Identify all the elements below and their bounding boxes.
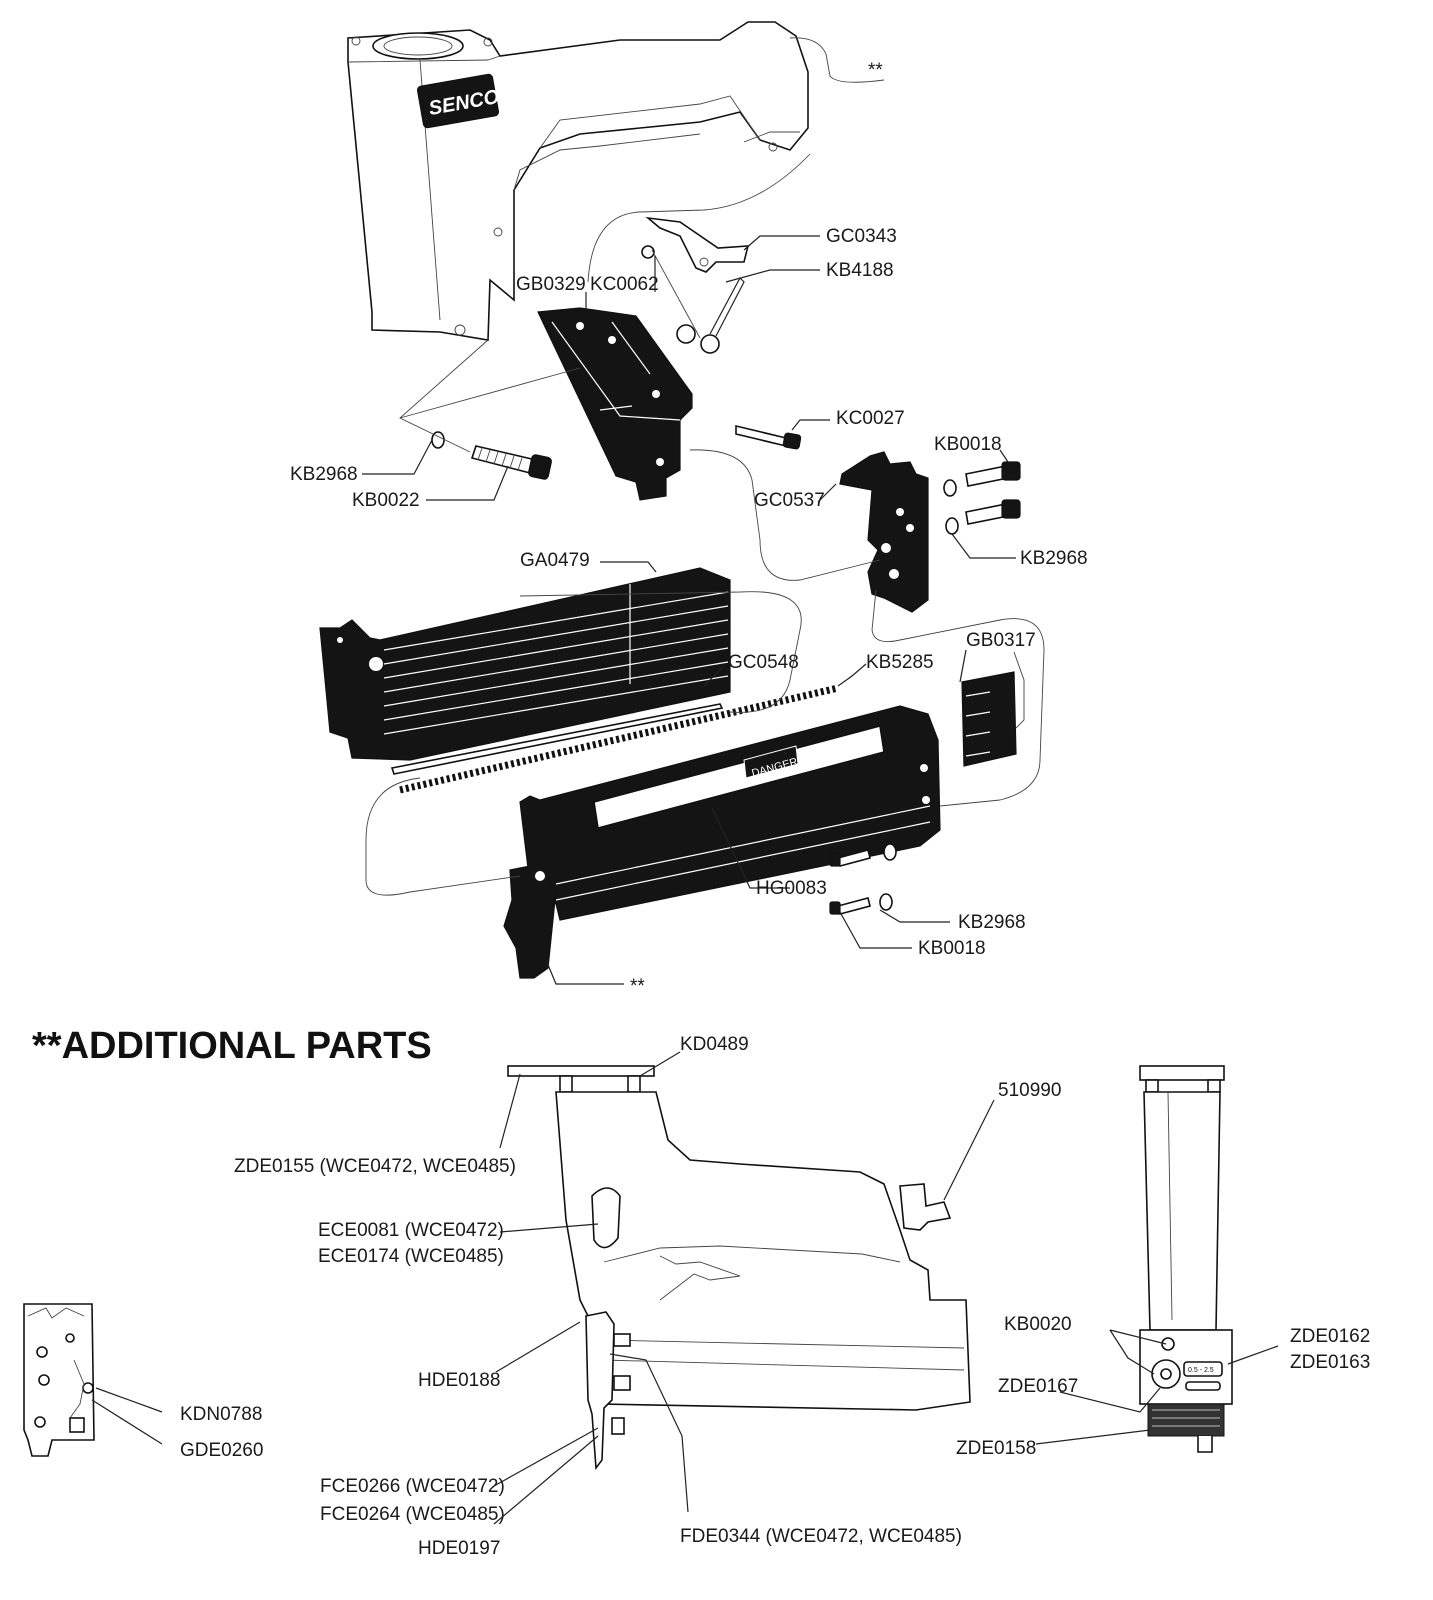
part-GC0537 xyxy=(839,451,929,613)
callout-510990: 510990 xyxy=(998,1080,1061,1101)
part-KB0018-bottom xyxy=(829,843,897,915)
callout-KC0027: KC0027 xyxy=(836,408,905,429)
part-KB5285 xyxy=(399,684,839,794)
callout-GC0343: GC0343 xyxy=(826,226,897,247)
part-KB0022 xyxy=(470,445,552,480)
callout-labels-top: ** GC0343 KB4188 GB0329 KC0062 KC0027 KB… xyxy=(290,60,1088,997)
part-GB0329 xyxy=(537,307,693,501)
part-GC0343 xyxy=(641,216,750,273)
leader-lines-bottom xyxy=(91,1051,1279,1525)
callout-KB2968-bottom: KB2968 xyxy=(958,912,1026,933)
part-KB4188 xyxy=(676,277,745,354)
part-GB0317 xyxy=(961,671,1017,767)
callout-star-top: ** xyxy=(868,60,883,81)
callout-star-mid: ** xyxy=(630,976,645,997)
callout-GB0329: GB0329 xyxy=(516,274,586,295)
callout-HDE0197: HDE0197 xyxy=(418,1538,500,1559)
tool-housing: SENCO xyxy=(347,21,809,341)
callout-GC0548: GC0548 xyxy=(728,652,799,673)
callout-KDN0788: KDN0788 xyxy=(180,1404,262,1425)
part-GA0479 xyxy=(319,567,731,761)
callout-HG0083: HG0083 xyxy=(756,878,827,899)
callout-GC0537: GC0537 xyxy=(754,490,825,511)
leader-lines xyxy=(362,235,1016,985)
callout-KB0020: KB0020 xyxy=(1004,1314,1072,1335)
callout-KB0022: KB0022 xyxy=(352,490,420,511)
callout-KC0062: KC0062 xyxy=(590,274,659,295)
callout-GB0317: GB0317 xyxy=(966,630,1036,651)
stapler-front-view: 0.5 - 2.5 xyxy=(1139,1065,1233,1453)
callout-KB2968-mid: KB2968 xyxy=(1020,548,1088,569)
callout-ZDE0163: ZDE0163 xyxy=(1290,1352,1370,1373)
callout-FDE0344: FDE0344 (WCE0472, WCE0485) xyxy=(680,1526,962,1547)
callout-GDE0260: GDE0260 xyxy=(180,1440,263,1461)
callout-KB0018-top: KB0018 xyxy=(934,434,1002,455)
depth-scale-label: 0.5 - 2.5 xyxy=(1188,1367,1214,1374)
callout-FCE0266: FCE0266 (WCE0472) xyxy=(320,1476,505,1497)
callout-HDE0188: HDE0188 xyxy=(418,1370,500,1391)
callout-ZDE0167: ZDE0167 xyxy=(998,1376,1078,1397)
callout-FCE0264: FCE0264 (WCE0485) xyxy=(320,1504,505,1525)
part-GC0548 xyxy=(390,703,724,775)
callout-ZDE0158: ZDE0158 xyxy=(956,1438,1036,1459)
callout-KB4188: KB4188 xyxy=(826,260,894,281)
part-KC0027 xyxy=(735,424,802,450)
callout-ECE0174: ECE0174 (WCE0485) xyxy=(318,1246,504,1267)
callout-KB0018-bottom: KB0018 xyxy=(918,938,986,959)
callout-KD0489: KD0489 xyxy=(680,1034,749,1055)
callout-ZDE0155: ZDE0155 (WCE0472, WCE0485) xyxy=(234,1156,516,1177)
callout-labels-bottom: KD0489 510990 ZDE0155 (WCE0472, WCE0485)… xyxy=(180,1034,1370,1559)
callout-GA0479: GA0479 xyxy=(520,550,590,571)
callout-KB2968-top: KB2968 xyxy=(290,464,358,485)
section-heading: **ADDITIONAL PARTS xyxy=(32,1025,432,1067)
part-KB0018-top xyxy=(943,461,1021,535)
nose-detail-view xyxy=(23,1303,95,1457)
stapler-side-view xyxy=(507,1065,971,1471)
assembly-guide-lines xyxy=(365,37,1045,896)
callout-ECE0081: ECE0081 (WCE0472) xyxy=(318,1220,504,1241)
callout-KB5285: KB5285 xyxy=(866,652,934,673)
part-HG0083: DANGER xyxy=(503,705,941,979)
callout-ZDE0162: ZDE0162 xyxy=(1290,1326,1370,1347)
